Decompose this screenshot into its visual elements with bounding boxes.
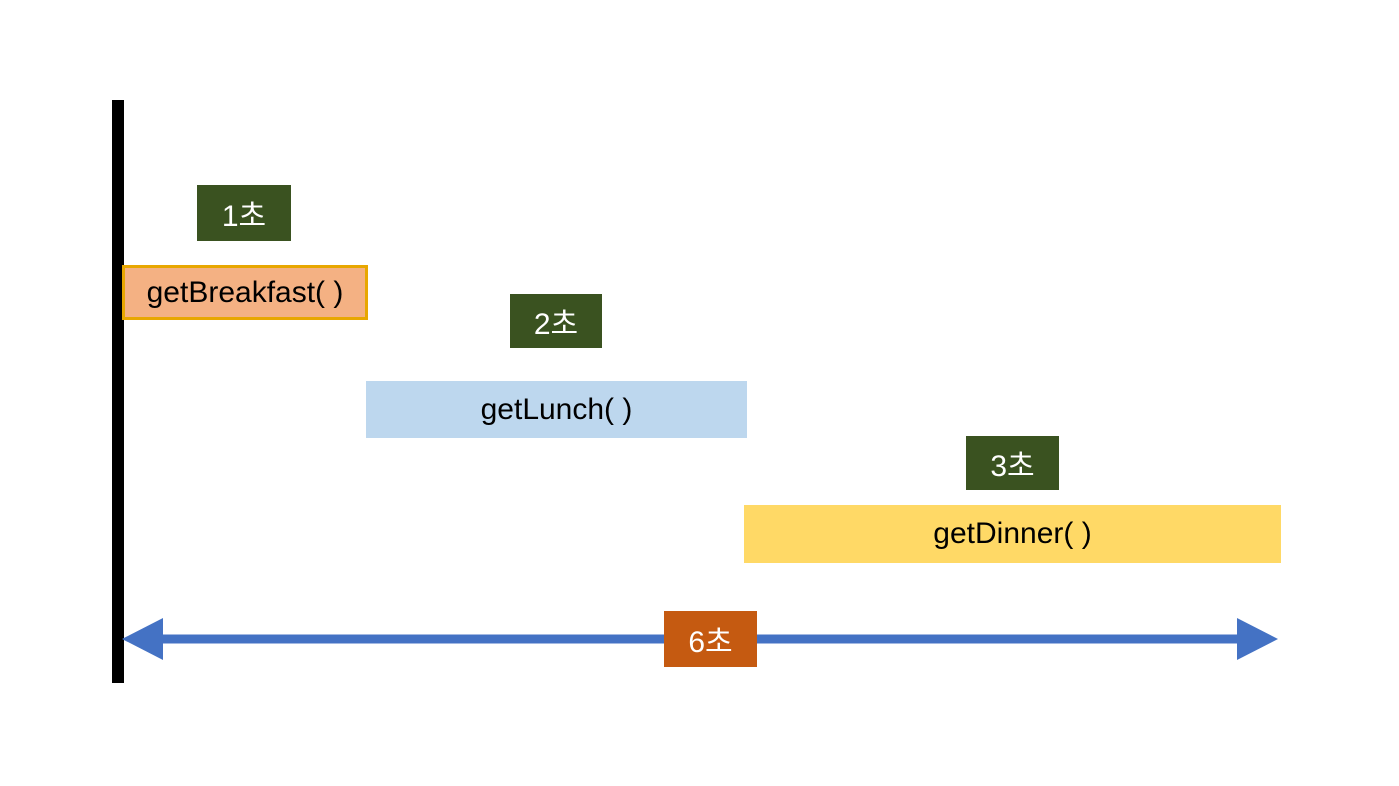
duration-chip-breakfast: 1초 — [197, 185, 291, 241]
duration-chip-dinner: 3초 — [966, 436, 1059, 490]
duration-chip-lunch: 2초 — [510, 294, 602, 348]
arrow-head-right — [1237, 618, 1278, 660]
timeline-axis-bar — [112, 100, 124, 683]
arrow-shaft-left — [163, 634, 664, 644]
task-bar-breakfast: getBreakfast( ) — [122, 265, 368, 320]
task-bar-dinner: getDinner( ) — [744, 505, 1281, 563]
arrow-head-left — [122, 618, 163, 660]
task-bar-lunch: getLunch( ) — [366, 381, 747, 438]
total-duration-chip: 6초 — [664, 611, 757, 667]
arrow-shaft-right — [757, 634, 1237, 644]
